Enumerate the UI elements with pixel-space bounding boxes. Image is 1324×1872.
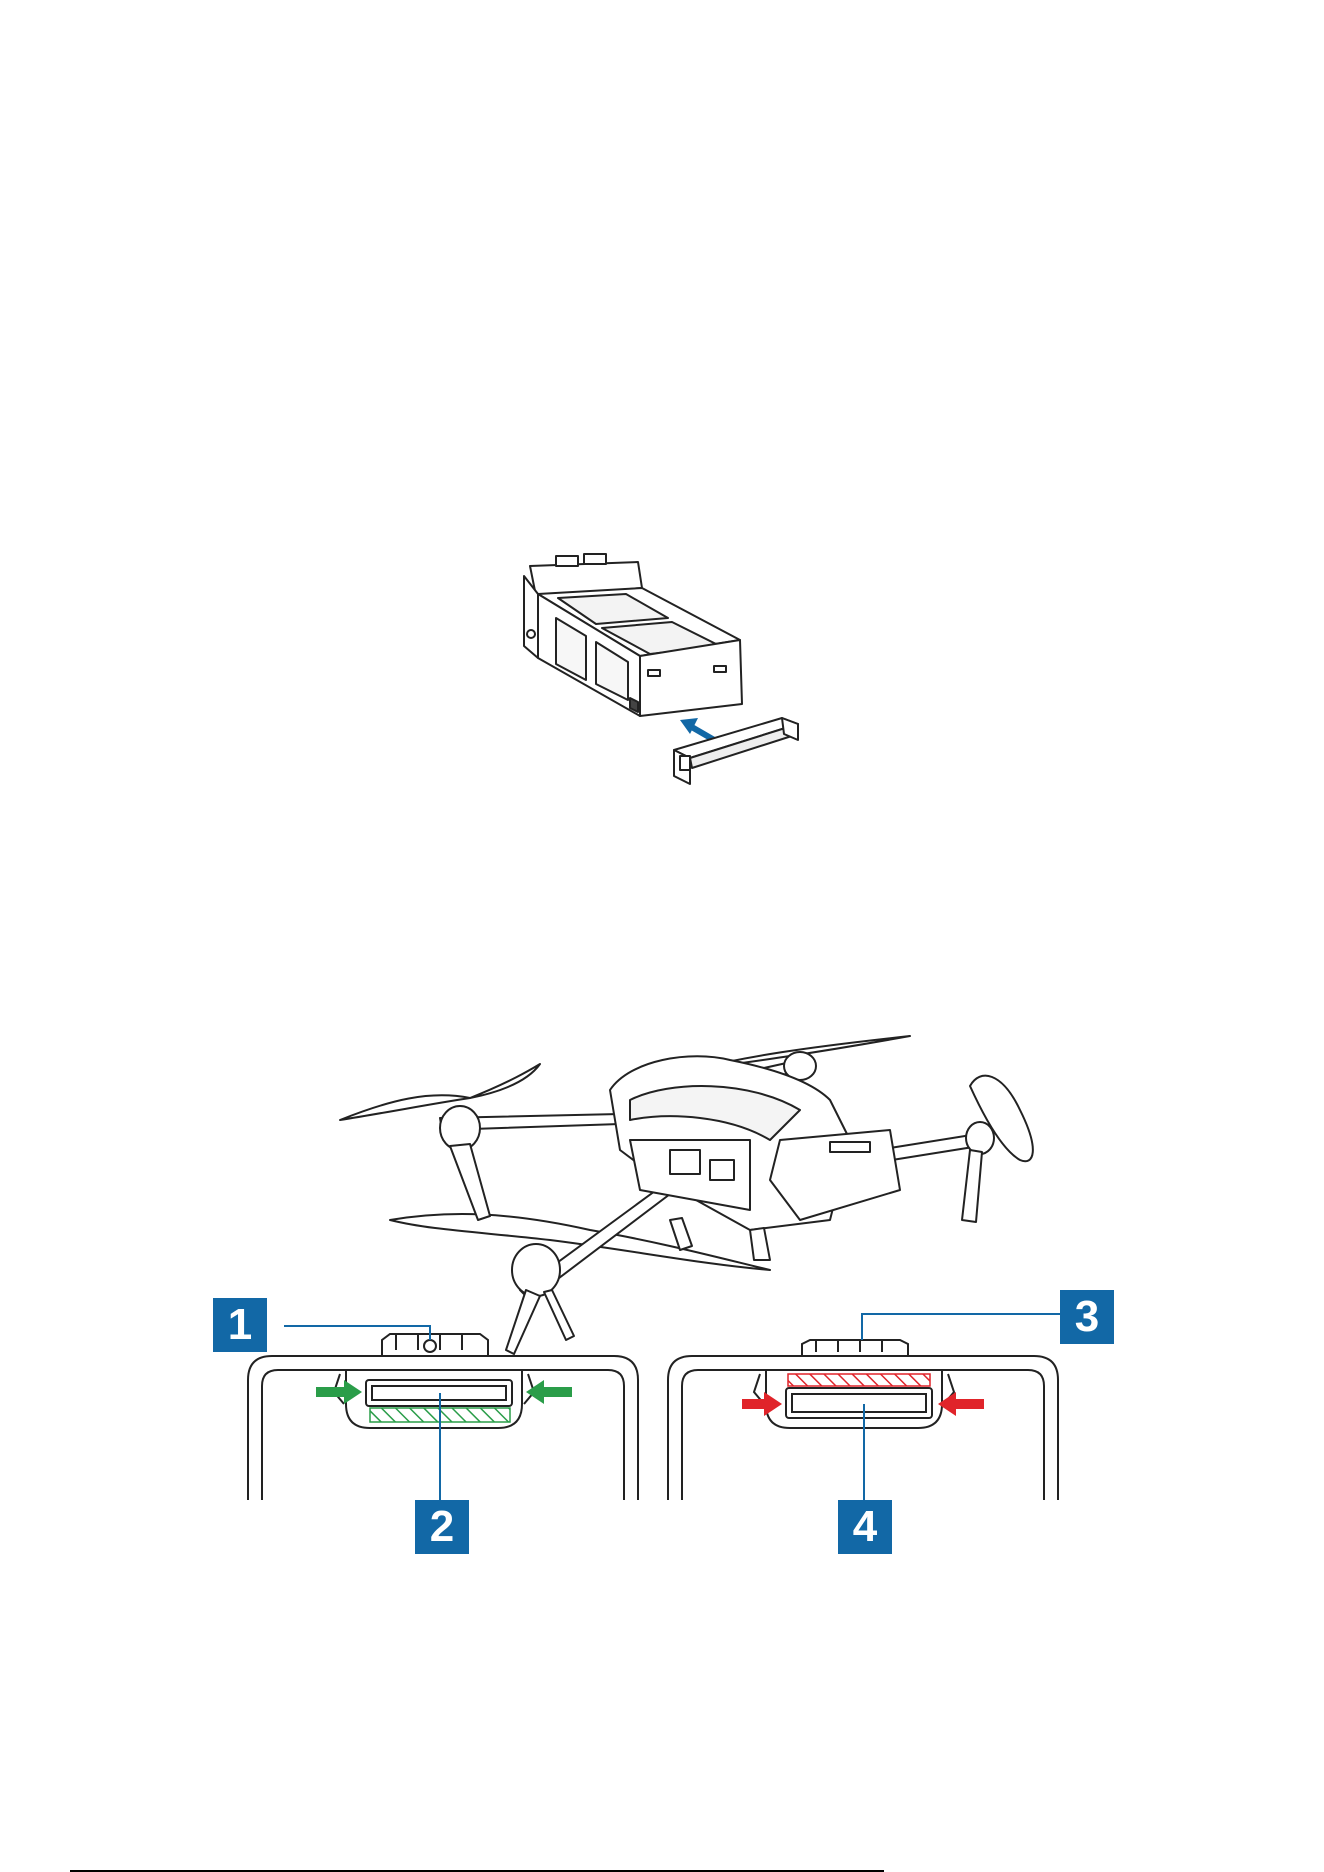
hatch-incorrect	[788, 1374, 930, 1386]
correct-right-arrow-icon	[526, 1380, 572, 1404]
callout-2: 2	[415, 1500, 469, 1554]
callout-3-label: 3	[1075, 1292, 1099, 1342]
callout-4: 4	[838, 1500, 892, 1554]
incorrect-right-arrow-icon	[938, 1392, 984, 1416]
connector-detail-correct	[244, 1300, 644, 1500]
motor-front-left	[440, 1106, 480, 1150]
callout-1-label: 1	[228, 1300, 252, 1350]
battery-illustration	[524, 554, 742, 716]
callout-2-label: 2	[430, 1502, 454, 1552]
motor-front	[512, 1244, 560, 1296]
incorrect-left-arrow-icon	[742, 1392, 782, 1416]
battery-assembly-figure	[500, 548, 840, 818]
correct-left-arrow-icon	[316, 1380, 362, 1404]
callout-1: 1	[213, 1298, 267, 1352]
callout-4-label: 4	[853, 1502, 877, 1552]
leader-line-3	[862, 1314, 1060, 1340]
callout-3: 3	[1060, 1290, 1114, 1344]
connector-detail-incorrect	[664, 1300, 1074, 1500]
